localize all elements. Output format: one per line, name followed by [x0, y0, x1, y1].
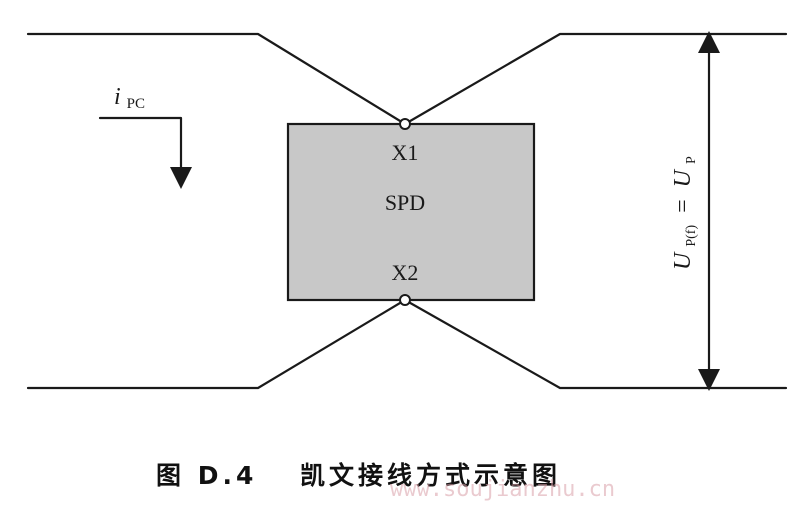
terminal-x2-node: [399, 294, 411, 306]
voltage-left-base: U: [670, 251, 696, 270]
figure-title: 凯文接线方式示意图: [300, 461, 561, 490]
voltage-equals: =: [670, 199, 696, 213]
current-arrow: [98, 116, 192, 189]
current-label: i PC: [114, 84, 145, 112]
terminal-x2-label: X2: [392, 260, 419, 285]
spd-label: SPD: [385, 190, 425, 215]
bottom-conductor: [26, 298, 788, 390]
voltage-label: U P(f) = U P: [670, 156, 701, 270]
terminal-x1-label: X1: [392, 140, 419, 165]
svg-text:U P(f) = U: U P(f) = U P: [670, 156, 701, 270]
terminal-x1-node: [399, 118, 411, 130]
voltage-right-base: U: [670, 168, 696, 187]
watermark-text: www.soujianzhu.cn: [390, 477, 615, 502]
voltage-left-subscript: P(f): [684, 225, 699, 247]
current-label-base: i: [114, 84, 121, 110]
figure-number: 图 D.4: [156, 461, 257, 490]
current-label-subscript: PC: [127, 96, 145, 112]
voltage-right-subscript: P: [684, 156, 699, 164]
